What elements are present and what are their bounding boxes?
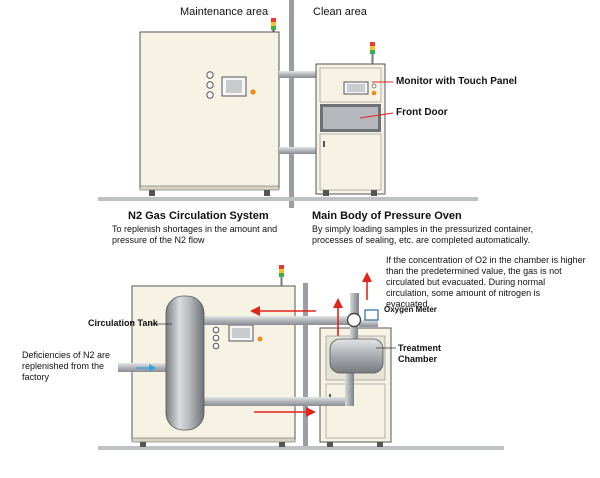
- circulation-tank-icon: [165, 295, 205, 431]
- valve-icon: [346, 312, 362, 328]
- exhaust-pipe-vertical: [350, 293, 359, 321]
- front-door-leader: [359, 112, 394, 119]
- riser-pipe-lower: [345, 372, 354, 406]
- n2-system-title: N2 Gas Circulation System: [128, 210, 269, 222]
- area-divider-top: [289, 0, 294, 208]
- monitor-label: Monitor with Touch Panel: [396, 76, 517, 87]
- oven-cabinet: [315, 42, 386, 196]
- front-door-label: Front Door: [396, 107, 448, 118]
- n2-deficiency-note: Deficiencies of N2 are replenished from …: [22, 350, 111, 382]
- tank-cabinet: [131, 265, 296, 447]
- top-pipe-upper: [279, 71, 316, 78]
- treatment-chamber-label: Treatment Chamber: [398, 343, 442, 364]
- n2-system-description: To replenish shortages in the amount and…: [112, 224, 278, 245]
- circulation-tank-label: Circulation Tank: [88, 318, 158, 328]
- flow-arrow-blue: [136, 364, 156, 372]
- maintenance-cabinet: [139, 18, 280, 196]
- oxygen-meter-icon: [364, 309, 379, 321]
- supply-pipe-lower: [186, 397, 354, 406]
- o2-note: If the concentration of O2 in the chambe…: [386, 255, 586, 309]
- chamber-feed-pipe: [350, 322, 358, 342]
- oxygen-meter-label: Oxygen Meter: [384, 305, 437, 314]
- pressure-oven-title: Main Body of Pressure Oven: [312, 210, 462, 222]
- flow-arrows-red: [250, 272, 372, 417]
- floor-bottom: [98, 446, 504, 450]
- pressure-oven-description: By simply loading samples in the pressur…: [312, 224, 534, 245]
- exhaust-pipe-right: [359, 320, 378, 327]
- top-pipe-lower: [279, 147, 316, 154]
- clean-area-label: Clean area: [313, 6, 367, 18]
- floor-top: [98, 197, 478, 201]
- area-divider-bottom: [303, 283, 308, 450]
- return-pipe-upper: [186, 316, 354, 325]
- treatment-chamber-icon: [329, 338, 384, 374]
- maintenance-area-label: Maintenance area: [180, 6, 269, 18]
